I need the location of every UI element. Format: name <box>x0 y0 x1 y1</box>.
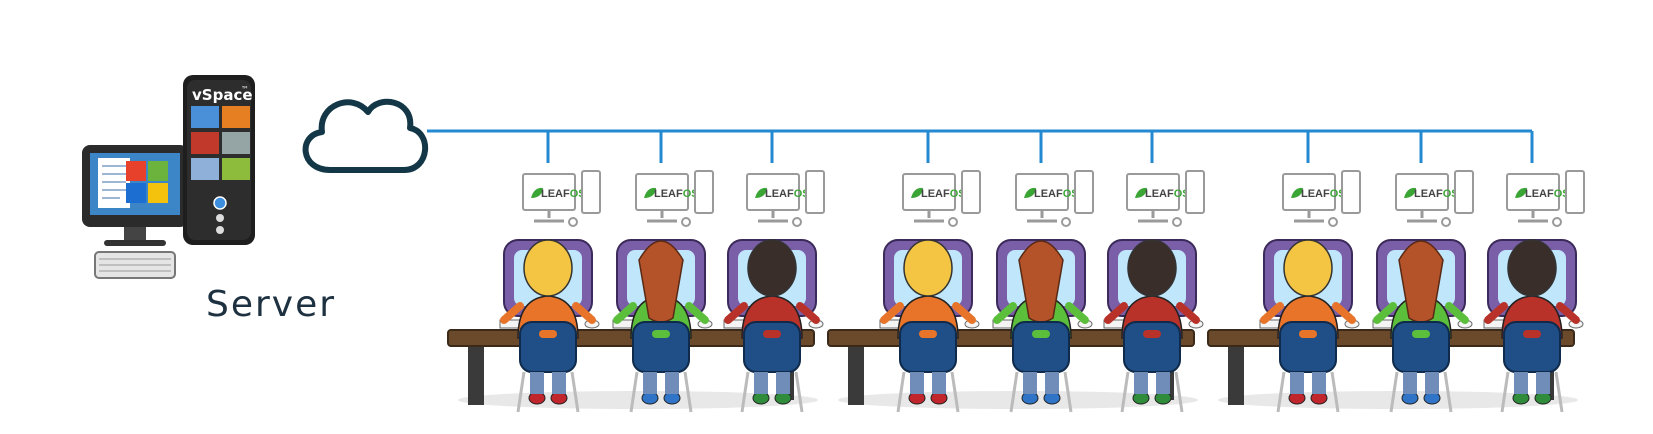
student-at-computer <box>1259 239 1360 413</box>
leafos-terminal-icon: LEAFOS <box>902 170 981 227</box>
student-at-computer <box>499 239 600 413</box>
cloud-icon <box>302 98 428 173</box>
server-tower-icon: vSpace ™ <box>183 75 255 245</box>
windows-logo-icon <box>126 161 146 181</box>
desktop-monitor-icon <box>82 145 188 246</box>
leafos-label: LEAFOS <box>541 188 586 200</box>
student-at-computer <box>1372 239 1473 413</box>
leafos-terminal-icon: LEAFOS <box>635 170 714 227</box>
leafos-terminal-icon: LEAFOS <box>746 170 825 227</box>
leafos-label: LEAFOS <box>1301 188 1346 200</box>
leafos-terminal-icon: LEAFOS <box>1015 170 1094 227</box>
leafos-label: LEAFOS <box>1525 188 1570 200</box>
leafos-label: LEAFOS <box>765 188 810 200</box>
student-at-computer <box>992 239 1093 413</box>
leafos-label: LEAFOS <box>921 188 966 200</box>
leafos-terminal-icon: LEAFOS <box>1506 170 1585 227</box>
trademark-symbol: ™ <box>241 85 249 94</box>
network-lines <box>427 129 1534 163</box>
server-illustration: vSpace ™ Server <box>82 75 336 325</box>
leafos-terminal-icon: LEAFOS <box>522 170 601 227</box>
leafos-terminal-icon: LEAFOS <box>1282 170 1361 227</box>
student-at-computer <box>879 239 980 413</box>
server-caption: Server <box>206 284 336 325</box>
leafos-terminal-icon: LEAFOS <box>1395 170 1474 227</box>
student-at-computer <box>1483 239 1584 413</box>
leafos-label: LEAFOS <box>654 188 699 200</box>
student-at-computer <box>723 239 824 413</box>
leafos-label: LEAFOS <box>1034 188 1079 200</box>
leafos-label: LEAFOS <box>1145 188 1190 200</box>
workstations: LEAFOS LEAFOS LEAFOS LEAFOS LEAFOS LEAFOS LEAF… <box>447 170 1585 413</box>
student-at-computer <box>612 239 713 413</box>
leafos-terminal-icon: LEAFOS <box>1126 170 1205 227</box>
student-at-computer <box>1103 239 1204 413</box>
leafos-label: LEAFOS <box>1414 188 1459 200</box>
keyboard-icon <box>94 251 176 279</box>
vspace-brand-label: vSpace <box>192 86 253 104</box>
